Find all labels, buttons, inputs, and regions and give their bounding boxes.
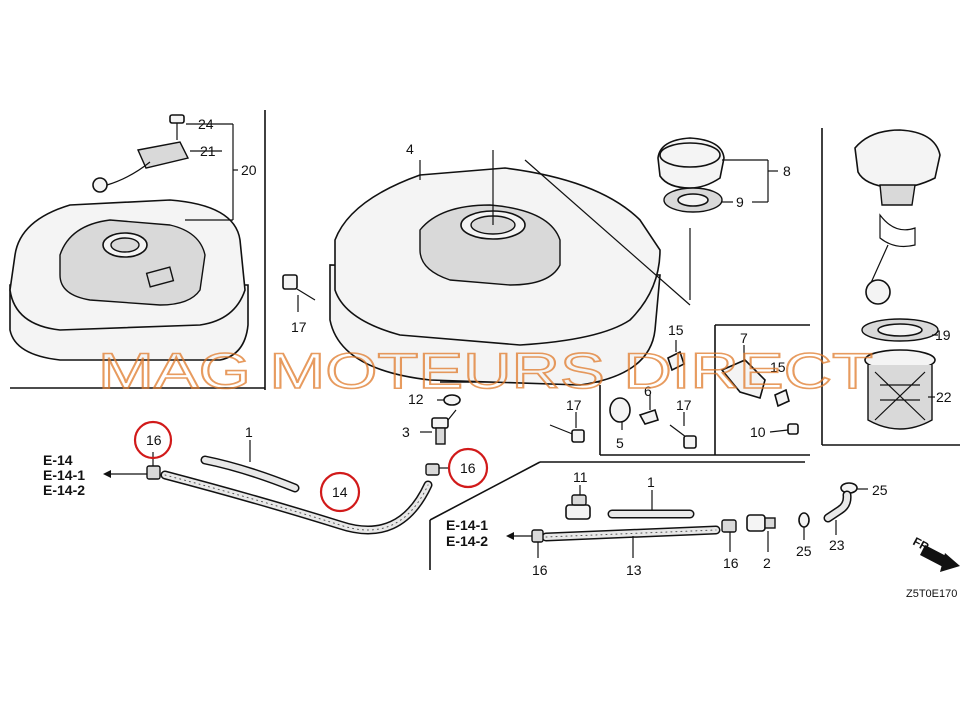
- clamp-16b: [425, 463, 450, 476]
- callout-17a: 17: [291, 319, 307, 335]
- callout-15a: 15: [668, 322, 684, 338]
- clamp-16a: [103, 452, 161, 480]
- callout-16c: 16: [532, 562, 548, 578]
- leaders-left: [185, 123, 238, 221]
- bracket-7: [720, 345, 766, 400]
- front-direction-arrow: [920, 545, 960, 572]
- fuel-tank-4: [329, 150, 691, 386]
- callout-16d: 16: [723, 555, 739, 571]
- highlight-circle-16a: [133, 420, 173, 460]
- callout-17c: 17: [676, 397, 692, 413]
- highlight-circle-16b: [447, 447, 489, 489]
- nut-15b: [774, 388, 790, 408]
- bolt-17b: [549, 412, 585, 443]
- callout-22: 22: [936, 389, 952, 405]
- callout-4: 4: [406, 141, 414, 157]
- callout-3: 3: [402, 424, 410, 440]
- hose-14: [160, 470, 433, 535]
- washer-12: [437, 394, 461, 406]
- fuel-cap-assembly: [854, 129, 941, 305]
- strainer-22: [864, 349, 936, 430]
- callout-20: 20: [241, 162, 257, 178]
- callout-1b: 1: [647, 474, 655, 490]
- section-frames: [10, 110, 960, 570]
- fuel-valve-3: [420, 409, 457, 445]
- callout-14: 14: [332, 484, 348, 500]
- callout-17b: 17: [566, 397, 582, 413]
- hose-13: [541, 525, 721, 558]
- seal-19: [861, 318, 939, 342]
- seal-9: [663, 187, 723, 213]
- hose-23: [823, 490, 852, 535]
- callout-5: 5: [616, 435, 624, 451]
- callout-1a: 1: [245, 424, 253, 440]
- callout-10: 10: [750, 424, 766, 440]
- fitting-11: [565, 485, 591, 520]
- clamp-16c: [506, 529, 544, 558]
- ref-e14-2-mid: E-14-2: [446, 533, 488, 549]
- callout-21: 21: [200, 143, 216, 159]
- ref-e14: E-14: [43, 452, 73, 468]
- watermark: MAG MOTEURS DIRECT: [98, 343, 873, 399]
- ref-e14-1-left: E-14-1: [43, 467, 85, 483]
- ref-e14-1-mid: E-14-1: [446, 517, 488, 533]
- hose-1b: [607, 490, 695, 519]
- callout-19: 19: [935, 327, 951, 343]
- callout-16b: 16: [460, 460, 476, 476]
- callout-12: 12: [408, 391, 424, 407]
- callout-24: 24: [198, 116, 214, 132]
- leaders-cap: [689, 159, 778, 300]
- callout-11: 11: [573, 469, 588, 485]
- clip-25b: [798, 512, 810, 540]
- fuel-cap-8: [657, 137, 725, 189]
- diagram-code: Z5T0E170: [906, 588, 957, 600]
- fuel-tank-assembly-20: [9, 199, 249, 361]
- clamp-16d: [721, 519, 737, 552]
- screw-24: [169, 114, 185, 140]
- callout-6: 6: [644, 383, 652, 399]
- clip-6: [638, 395, 659, 425]
- nut-15a: [667, 340, 685, 372]
- callout-7: 7: [740, 330, 748, 346]
- callout-8: 8: [783, 163, 791, 179]
- fuel-gauge-21: [92, 141, 190, 193]
- mount-5: [609, 397, 631, 430]
- highlight-circle-14: [319, 471, 361, 513]
- bolt-10: [769, 423, 799, 435]
- callout-23: 23: [829, 537, 845, 553]
- ref-e14-2-left: E-14-2: [43, 482, 85, 498]
- callout-16a: 16: [146, 432, 162, 448]
- callout-9: 9: [736, 194, 744, 210]
- callout-25b: 25: [796, 543, 812, 559]
- callout-15b: 15: [770, 359, 786, 375]
- bolt-17a: [282, 274, 316, 312]
- fuel-valve-2: [746, 514, 776, 552]
- callout-2: 2: [763, 555, 771, 571]
- hose-1a: [200, 440, 300, 493]
- bolt-17c: [669, 412, 697, 449]
- callout-25a: 25: [872, 482, 888, 498]
- callout-13: 13: [626, 562, 642, 578]
